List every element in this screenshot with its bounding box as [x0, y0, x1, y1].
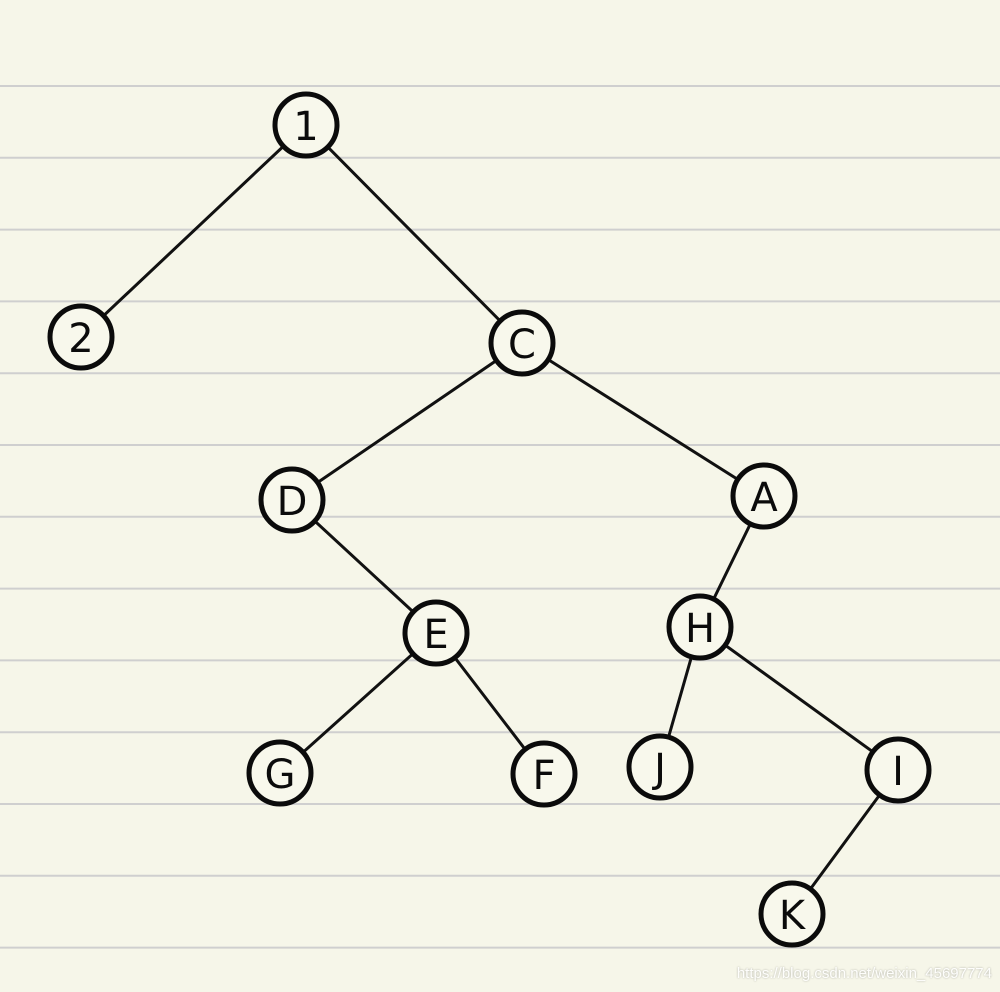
edge-C-A	[520, 341, 766, 498]
node-K: K	[758, 880, 826, 948]
node-label: J	[651, 746, 666, 792]
node-label: A	[750, 475, 778, 521]
node-G: G	[246, 739, 314, 807]
node-circle	[730, 462, 798, 530]
node-2: 2	[47, 303, 115, 371]
edge-C-D	[290, 341, 524, 502]
node-label: D	[277, 479, 308, 525]
node-label: H	[685, 606, 715, 652]
ruled-lines	[0, 85, 1000, 949]
node-label: 1	[293, 104, 318, 150]
edge-H-I	[698, 625, 900, 772]
node-F: F	[510, 740, 578, 808]
node-circle	[246, 739, 314, 807]
node-label: F	[532, 753, 555, 799]
node-circle	[666, 593, 734, 661]
node-label: G	[265, 752, 296, 798]
node-label: C	[508, 322, 536, 368]
node-circle	[402, 599, 470, 667]
node-label: E	[423, 612, 448, 658]
node-1: 1	[272, 91, 340, 159]
node-E: E	[402, 599, 470, 667]
node-label: 2	[68, 316, 93, 362]
watermark-url: https://blog.csdn.net/weixin_45697774	[736, 965, 992, 982]
edge-E-G	[278, 631, 438, 775]
node-circle	[864, 736, 932, 804]
node-label: I	[892, 749, 904, 795]
node-circle	[47, 303, 115, 371]
tree-nodes: 1 2 C D A E H G F J I K	[47, 91, 932, 948]
node-D: D	[258, 466, 326, 534]
node-circle	[488, 309, 556, 377]
edge-1-C	[304, 123, 524, 345]
node-circle	[272, 91, 340, 159]
node-H: H	[666, 593, 734, 661]
node-label: K	[779, 893, 807, 939]
node-circle	[758, 880, 826, 948]
node-circle	[510, 740, 578, 808]
edge-1-2	[79, 123, 308, 339]
node-I: I	[864, 736, 932, 804]
node-circle	[626, 733, 694, 801]
node-A: A	[730, 462, 798, 530]
node-C: C	[488, 309, 556, 377]
node-circle	[258, 466, 326, 534]
node-J: J	[626, 733, 694, 801]
